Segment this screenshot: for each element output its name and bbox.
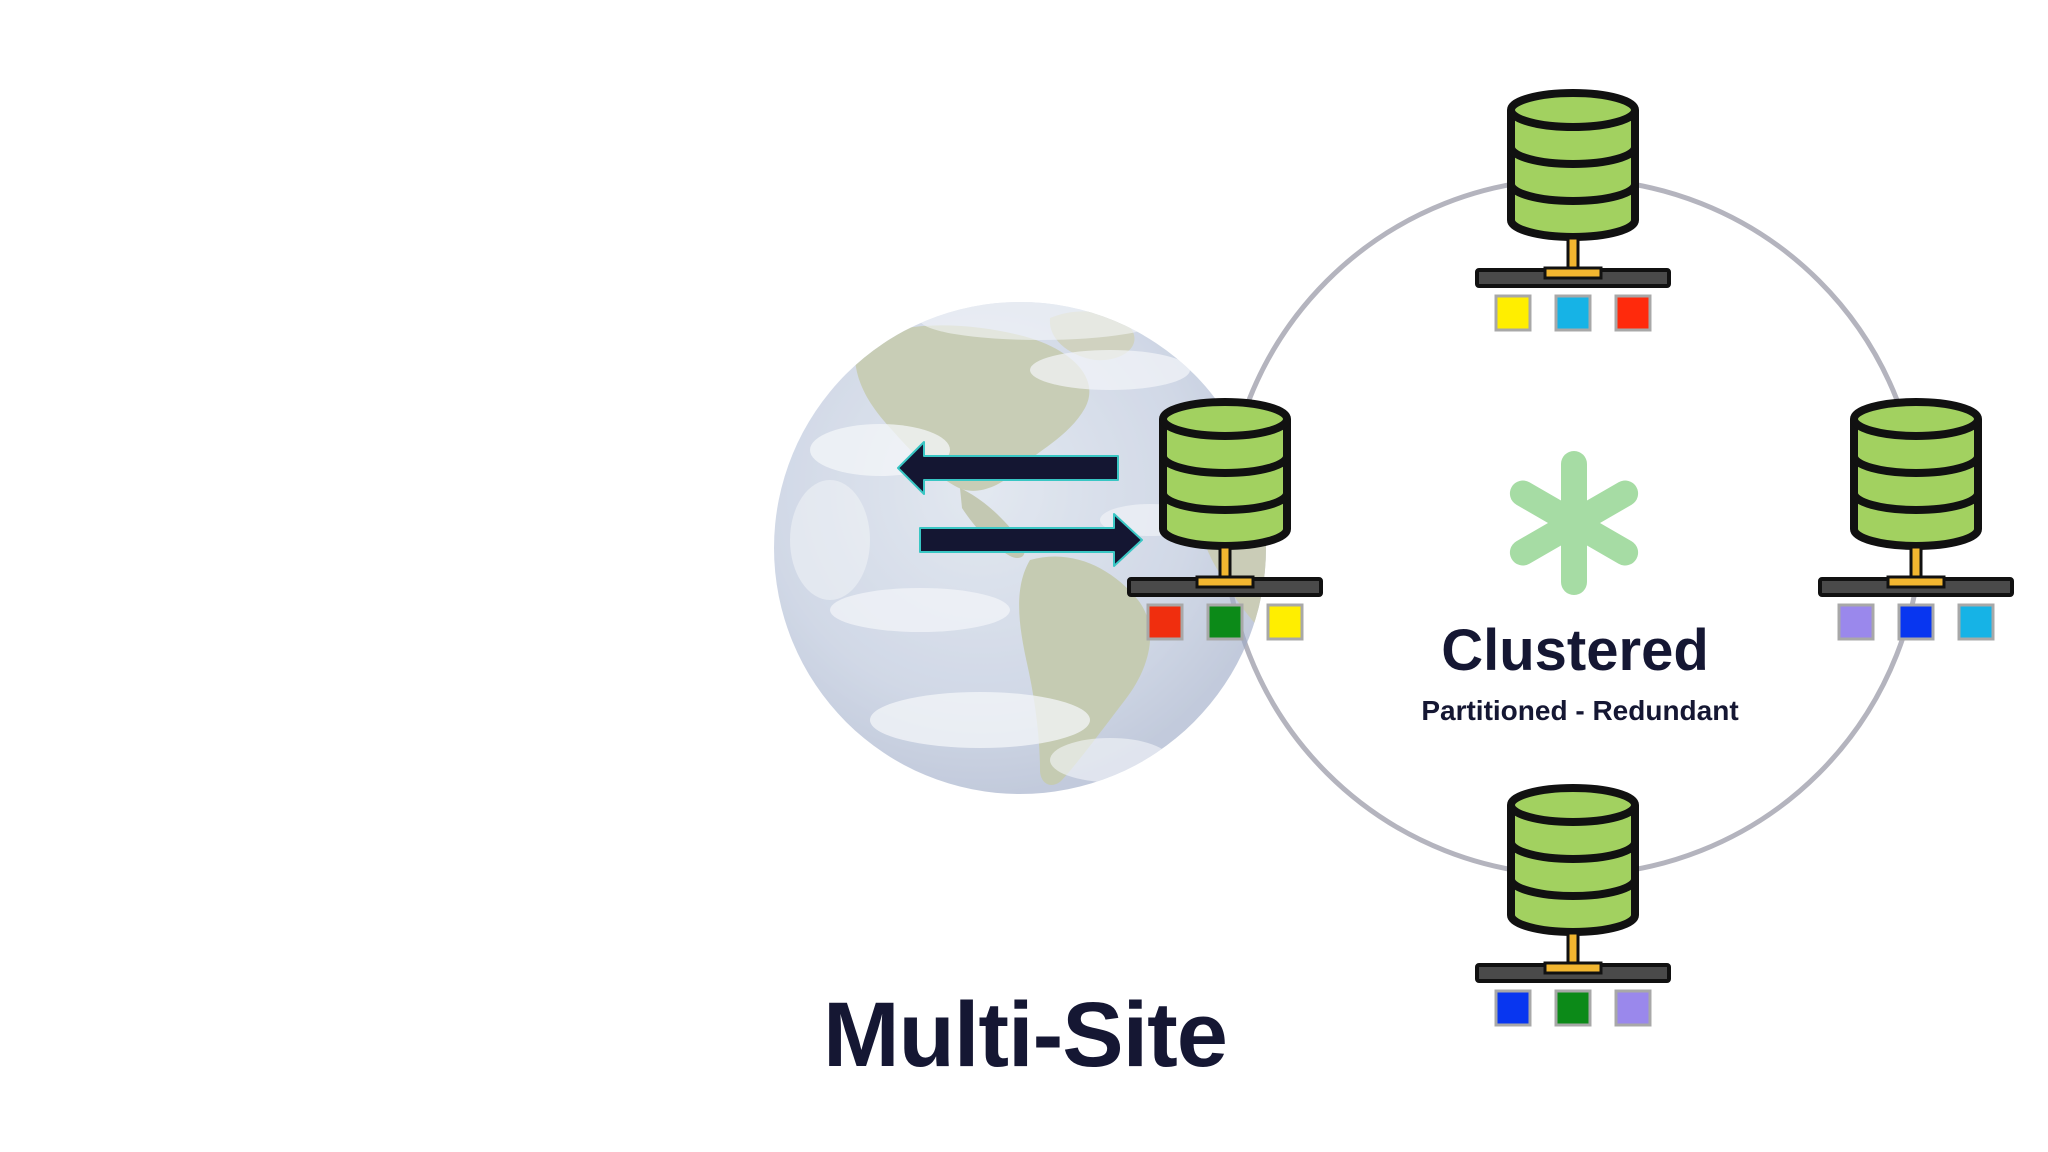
database-server-icon bbox=[1477, 788, 1669, 981]
partition-block bbox=[1554, 989, 1592, 1027]
asterisk-icon bbox=[1509, 451, 1639, 595]
server-right bbox=[1820, 402, 2012, 641]
partition-block bbox=[1554, 294, 1592, 332]
bidirectional-arrows-icon bbox=[897, 441, 1143, 567]
partition-block bbox=[1614, 989, 1652, 1027]
partition-block bbox=[1494, 294, 1532, 332]
partition-block bbox=[1266, 603, 1304, 641]
partition-block bbox=[1897, 603, 1935, 641]
server-left bbox=[1129, 402, 1321, 641]
arrow-right bbox=[919, 513, 1143, 567]
partition-block bbox=[1494, 989, 1532, 1027]
cluster-title: Clustered bbox=[1441, 618, 1709, 683]
page-title: Multi-Site bbox=[823, 984, 1228, 1086]
partition-block bbox=[1614, 294, 1652, 332]
partition-block bbox=[1957, 603, 1995, 641]
server-bottom bbox=[1477, 788, 1669, 1027]
database-server-icon bbox=[1820, 402, 2012, 595]
arrow-left bbox=[897, 441, 1119, 495]
cluster-subtitle: Partitioned - Redundant bbox=[1421, 695, 1739, 726]
server-top bbox=[1477, 93, 1669, 332]
database-server-icon bbox=[1477, 93, 1669, 286]
partition-block bbox=[1206, 603, 1244, 641]
partition-block bbox=[1146, 603, 1184, 641]
earth-globe-icon bbox=[774, 302, 1266, 794]
partition-block bbox=[1837, 603, 1875, 641]
